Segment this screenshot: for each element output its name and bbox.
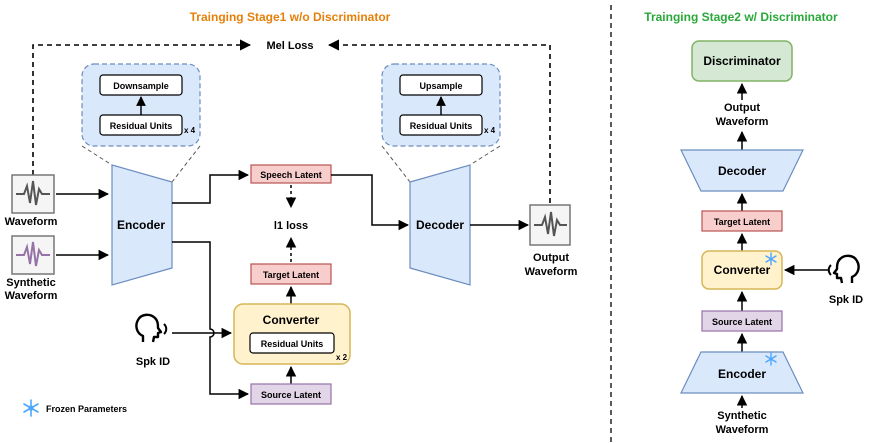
decoder-detail-panel: Upsample Residual Units x 4 <box>381 63 501 183</box>
discriminator-label: Discriminator <box>703 54 781 68</box>
encoder-residual-units-label: Residual Units <box>110 121 173 131</box>
s2-target-latent-box: Target Latent <box>701 210 783 232</box>
downsample-box <box>99 74 183 96</box>
s2-converter-snowflake-icon <box>765 252 777 266</box>
upsample-label: Upsample <box>419 81 462 91</box>
s2-decoder-block: Decoder <box>680 149 804 192</box>
encoder-detail-panel: Downsample Residual Units x 4 <box>81 63 201 183</box>
s2-speaker-head-icon <box>827 254 860 284</box>
s2-encoder-snowflake-icon <box>765 352 777 366</box>
s2-synthetic-waveform-label-line2: Waveform <box>716 424 769 436</box>
decoder-residual-units-label: Residual Units <box>410 121 473 131</box>
decoder-residual-units-box <box>399 114 483 136</box>
converter-residual-units-box <box>249 332 335 354</box>
converter-label: Converter <box>263 313 320 327</box>
output-waveform-label-line1: Output <box>533 252 569 264</box>
waveform-icon <box>11 174 55 214</box>
decoder-repeat-label: x 4 <box>484 126 496 135</box>
frozen-legend-label: Frozen Parameters <box>46 404 127 414</box>
s2-source-latent-label: Source Latent <box>712 317 772 327</box>
upsample-box <box>399 74 483 96</box>
output-waveform-label-line2: Waveform <box>525 266 578 278</box>
synthetic-waveform-label-line2: Waveform <box>5 290 58 302</box>
s2-converter-label: Converter <box>714 263 771 277</box>
source-latent-box: Source Latent <box>250 383 332 405</box>
encoder-residual-units-box <box>99 114 183 136</box>
s2-source-latent-box: Source Latent <box>701 310 783 332</box>
decoder-label: Decoder <box>416 218 464 232</box>
encoder-repeat-label: x 4 <box>184 126 196 135</box>
source-latent-label: Source Latent <box>261 390 321 400</box>
s2-synthetic-waveform-label-line1: Synthetic <box>717 410 767 422</box>
target-latent-label: Target Latent <box>263 270 319 280</box>
synthetic-waveform-label-line1: Synthetic <box>6 277 56 289</box>
converter-repeat-label: x 2 <box>336 353 348 362</box>
waveform-label: Waveform <box>5 216 58 228</box>
downsample-label: Downsample <box>113 81 169 91</box>
s2-converter-block: Converter <box>701 250 783 290</box>
encoder-block: Encoder <box>111 164 173 286</box>
synthetic-waveform-icon <box>11 235 55 275</box>
s2-decoder-label: Decoder <box>718 164 766 178</box>
s2-output-waveform-label-line2: Waveform <box>716 116 769 128</box>
l1-loss-label: l1 loss <box>274 220 308 232</box>
converter-block: Converter Residual Units x 2 <box>233 303 351 365</box>
encoder-label: Encoder <box>117 218 165 232</box>
target-latent-box: Target Latent <box>250 263 332 285</box>
s2-encoder-block: Encoder <box>680 351 804 394</box>
spk-id-label: Spk ID <box>136 356 170 368</box>
s2-target-latent-label: Target Latent <box>714 217 770 227</box>
snowflake-icon <box>23 399 39 417</box>
output-waveform-icon <box>529 204 571 246</box>
stage2-title: Trainging Stage2 w/ Discriminator <box>644 10 838 24</box>
s2-output-waveform-label-line1: Output <box>724 102 760 114</box>
speech-latent-label: Speech Latent <box>260 170 322 180</box>
discriminator-block: Discriminator <box>691 40 793 82</box>
stage1-title: Trainging Stage1 w/o Discriminator <box>190 10 391 24</box>
mel-loss-label: Mel Loss <box>266 40 313 52</box>
converter-residual-units-label: Residual Units <box>261 339 324 349</box>
s2-encoder-label: Encoder <box>718 367 766 381</box>
decoder-block: Decoder <box>409 164 471 286</box>
s2-spk-id-label: Spk ID <box>829 294 863 306</box>
speaker-head-icon <box>135 313 168 343</box>
mel-loss-loop <box>32 39 551 203</box>
speech-latent-box: Speech Latent <box>250 164 332 184</box>
